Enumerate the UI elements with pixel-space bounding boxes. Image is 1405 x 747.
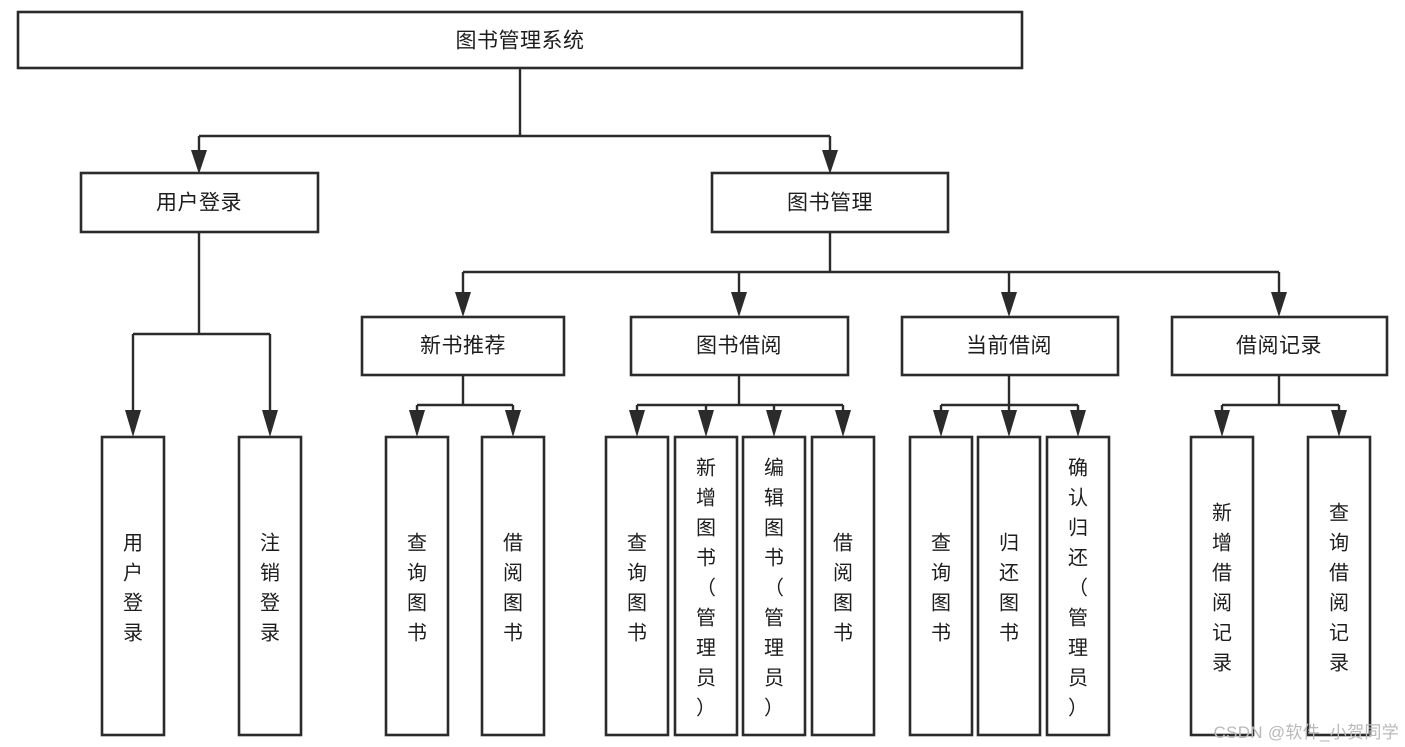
- node-leaf-return-book[interactable]: 归还图书: [976, 435, 1042, 737]
- node-leaf-query-record[interactable]: 查询借阅记录: [1306, 435, 1372, 737]
- node-leaf-add-record[interactable]: 新增借阅记录: [1189, 435, 1255, 737]
- connector-bookmgmt-to-level3: [455, 232, 1287, 317]
- node-leaf-confirm-return[interactable]: 确认归还（管理员）: [1045, 435, 1111, 737]
- node-book-management-label: 图书管理: [787, 192, 873, 215]
- connector-root-to-level2: [191, 68, 838, 174]
- node-leaf-confirm-return-label: 确认归还（管理员）: [1068, 456, 1088, 719]
- node-leaf-borrow-book-2-label: 借阅图书: [833, 531, 853, 644]
- node-leaf-logout-label: 注销登录: [260, 531, 280, 644]
- node-root-system-label: 图书管理系统: [456, 30, 585, 53]
- node-leaf-logout[interactable]: 注销登录: [237, 435, 303, 737]
- node-leaf-user-login[interactable]: 用户登录: [100, 435, 166, 737]
- node-current-borrow[interactable]: 当前借阅: [900, 315, 1120, 377]
- node-leaf-borrow-book-1[interactable]: 借阅图书: [480, 435, 546, 737]
- node-leaf-query-book-2[interactable]: 查询图书: [604, 435, 670, 737]
- node-user-login[interactable]: 用户登录: [79, 171, 320, 234]
- node-leaf-add-record-label: 新增借阅记录: [1212, 501, 1232, 674]
- node-leaf-add-book-label: 新增图书（管理员）: [696, 456, 716, 719]
- node-leaf-borrow-book-1-label: 借阅图书: [503, 531, 523, 644]
- connector-bookborrow-to-leaves: [629, 375, 851, 437]
- node-leaf-add-book[interactable]: 新增图书（管理员）: [673, 435, 739, 737]
- node-leaf-borrow-book-2[interactable]: 借阅图书: [810, 435, 876, 737]
- node-leaf-return-book-label: 归还图书: [999, 531, 1019, 644]
- connector-borrowrecord-to-leaves: [1214, 375, 1347, 437]
- node-leaf-query-book-3[interactable]: 查询图书: [908, 435, 974, 737]
- node-leaf-edit-book-label: 编辑图书（管理员）: [764, 456, 784, 719]
- node-book-borrow[interactable]: 图书借阅: [629, 315, 850, 377]
- node-user-login-label: 用户登录: [156, 192, 242, 215]
- node-new-book-recommend-label: 新书推荐: [420, 335, 506, 358]
- node-borrow-record-label: 借阅记录: [1236, 335, 1322, 358]
- connector-currentborrow-to-leaves: [933, 375, 1086, 437]
- node-leaf-query-book-3-label: 查询图书: [931, 531, 951, 644]
- node-new-book-recommend[interactable]: 新书推荐: [360, 315, 566, 377]
- node-leaf-query-book-1[interactable]: 查询图书: [384, 435, 450, 737]
- node-book-borrow-label: 图书借阅: [696, 335, 782, 358]
- node-root-system[interactable]: 图书管理系统: [16, 10, 1024, 70]
- connector-newbook-to-leaves: [409, 375, 521, 437]
- connector-userlogin-to-leaves: [125, 232, 278, 437]
- node-borrow-record[interactable]: 借阅记录: [1170, 315, 1389, 377]
- node-current-borrow-label: 当前借阅: [966, 335, 1052, 358]
- node-leaf-user-login-label: 用户登录: [123, 532, 143, 644]
- node-book-management[interactable]: 图书管理: [710, 171, 950, 234]
- node-leaf-edit-book[interactable]: 编辑图书（管理员）: [741, 435, 807, 737]
- node-leaf-query-book-1-label: 查询图书: [407, 531, 427, 644]
- node-leaf-query-book-2-label: 查询图书: [627, 531, 647, 644]
- node-leaf-query-record-label: 查询借阅记录: [1329, 501, 1349, 674]
